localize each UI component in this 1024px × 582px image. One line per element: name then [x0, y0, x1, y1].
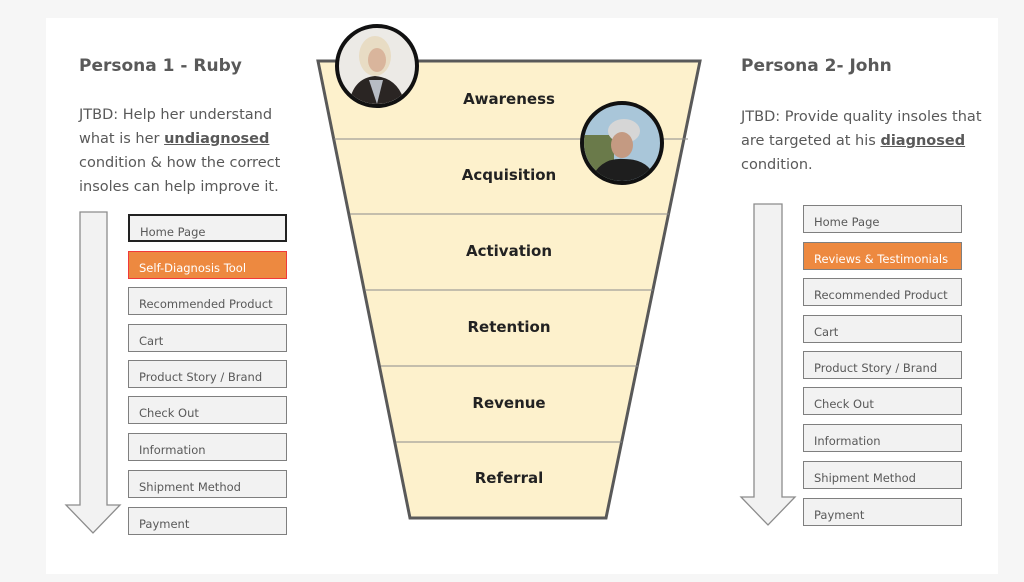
persona1-step-check-out: Check Out: [128, 396, 287, 424]
jtbd-emphasis: undiagnosed: [164, 131, 270, 147]
funnel-stage-awareness: Awareness: [463, 90, 555, 108]
persona2-step-shipment-method: Shipment Method: [803, 461, 962, 489]
persona2-step-cart: Cart: [803, 315, 962, 343]
persona1-step-shipment-method: Shipment Method: [128, 470, 287, 498]
funnel-stage-retention: Retention: [467, 318, 551, 336]
funnel-stage-activation: Activation: [465, 242, 552, 260]
persona1-step-self-diagnosis-tool: Self-Diagnosis Tool: [128, 251, 287, 279]
jtbd-text: JTBD: Provide quality insoles that are t…: [741, 109, 982, 149]
persona2-jtbd: JTBD: Provide quality insoles that are t…: [741, 105, 986, 177]
person-photo-icon: [584, 119, 656, 181]
jtbd-text: JTBD: Help her understand what is her: [79, 107, 273, 147]
persona2-step-product-story: Product Story / Brand: [803, 351, 962, 379]
person-photo-icon: [349, 36, 405, 104]
right-down-arrow: [739, 203, 797, 526]
funnel-stage-revenue: Revenue: [472, 394, 546, 412]
persona2-title: Persona 2- John: [741, 56, 892, 76]
funnel-stage-acquisition: Acquisition: [461, 166, 557, 184]
persona1-jtbd: JTBD: Help her understand what is her un…: [79, 103, 289, 199]
persona1-step-information: Information: [128, 433, 287, 461]
persona2-step-check-out: Check Out: [803, 387, 962, 415]
persona1-avatar: [335, 24, 419, 108]
left-down-arrow: [64, 211, 122, 534]
persona2-step-recommended-product: Recommended Product: [803, 278, 962, 306]
persona2-step-home-page: Home Page: [803, 205, 962, 233]
persona1-step-cart: Cart: [128, 324, 287, 352]
jtbd-text: condition & how the correct insoles can …: [79, 155, 281, 195]
persona1-title: Persona 1 - Ruby: [79, 56, 242, 76]
persona2-step-payment: Payment: [803, 498, 962, 526]
persona1-step-recommended-product: Recommended Product: [128, 287, 287, 315]
persona2-step-information: Information: [803, 424, 962, 452]
jtbd-text: condition.: [741, 157, 813, 173]
persona1-step-payment: Payment: [128, 507, 287, 535]
funnel-stage-referral: Referral: [474, 469, 544, 487]
persona2-avatar: [580, 101, 664, 185]
persona1-step-product-story: Product Story / Brand: [128, 360, 287, 388]
persona2-step-reviews-testimonials: Reviews & Testimonials: [803, 242, 962, 270]
jtbd-emphasis: diagnosed: [880, 133, 966, 149]
persona1-step-home-page: Home Page: [128, 214, 287, 242]
